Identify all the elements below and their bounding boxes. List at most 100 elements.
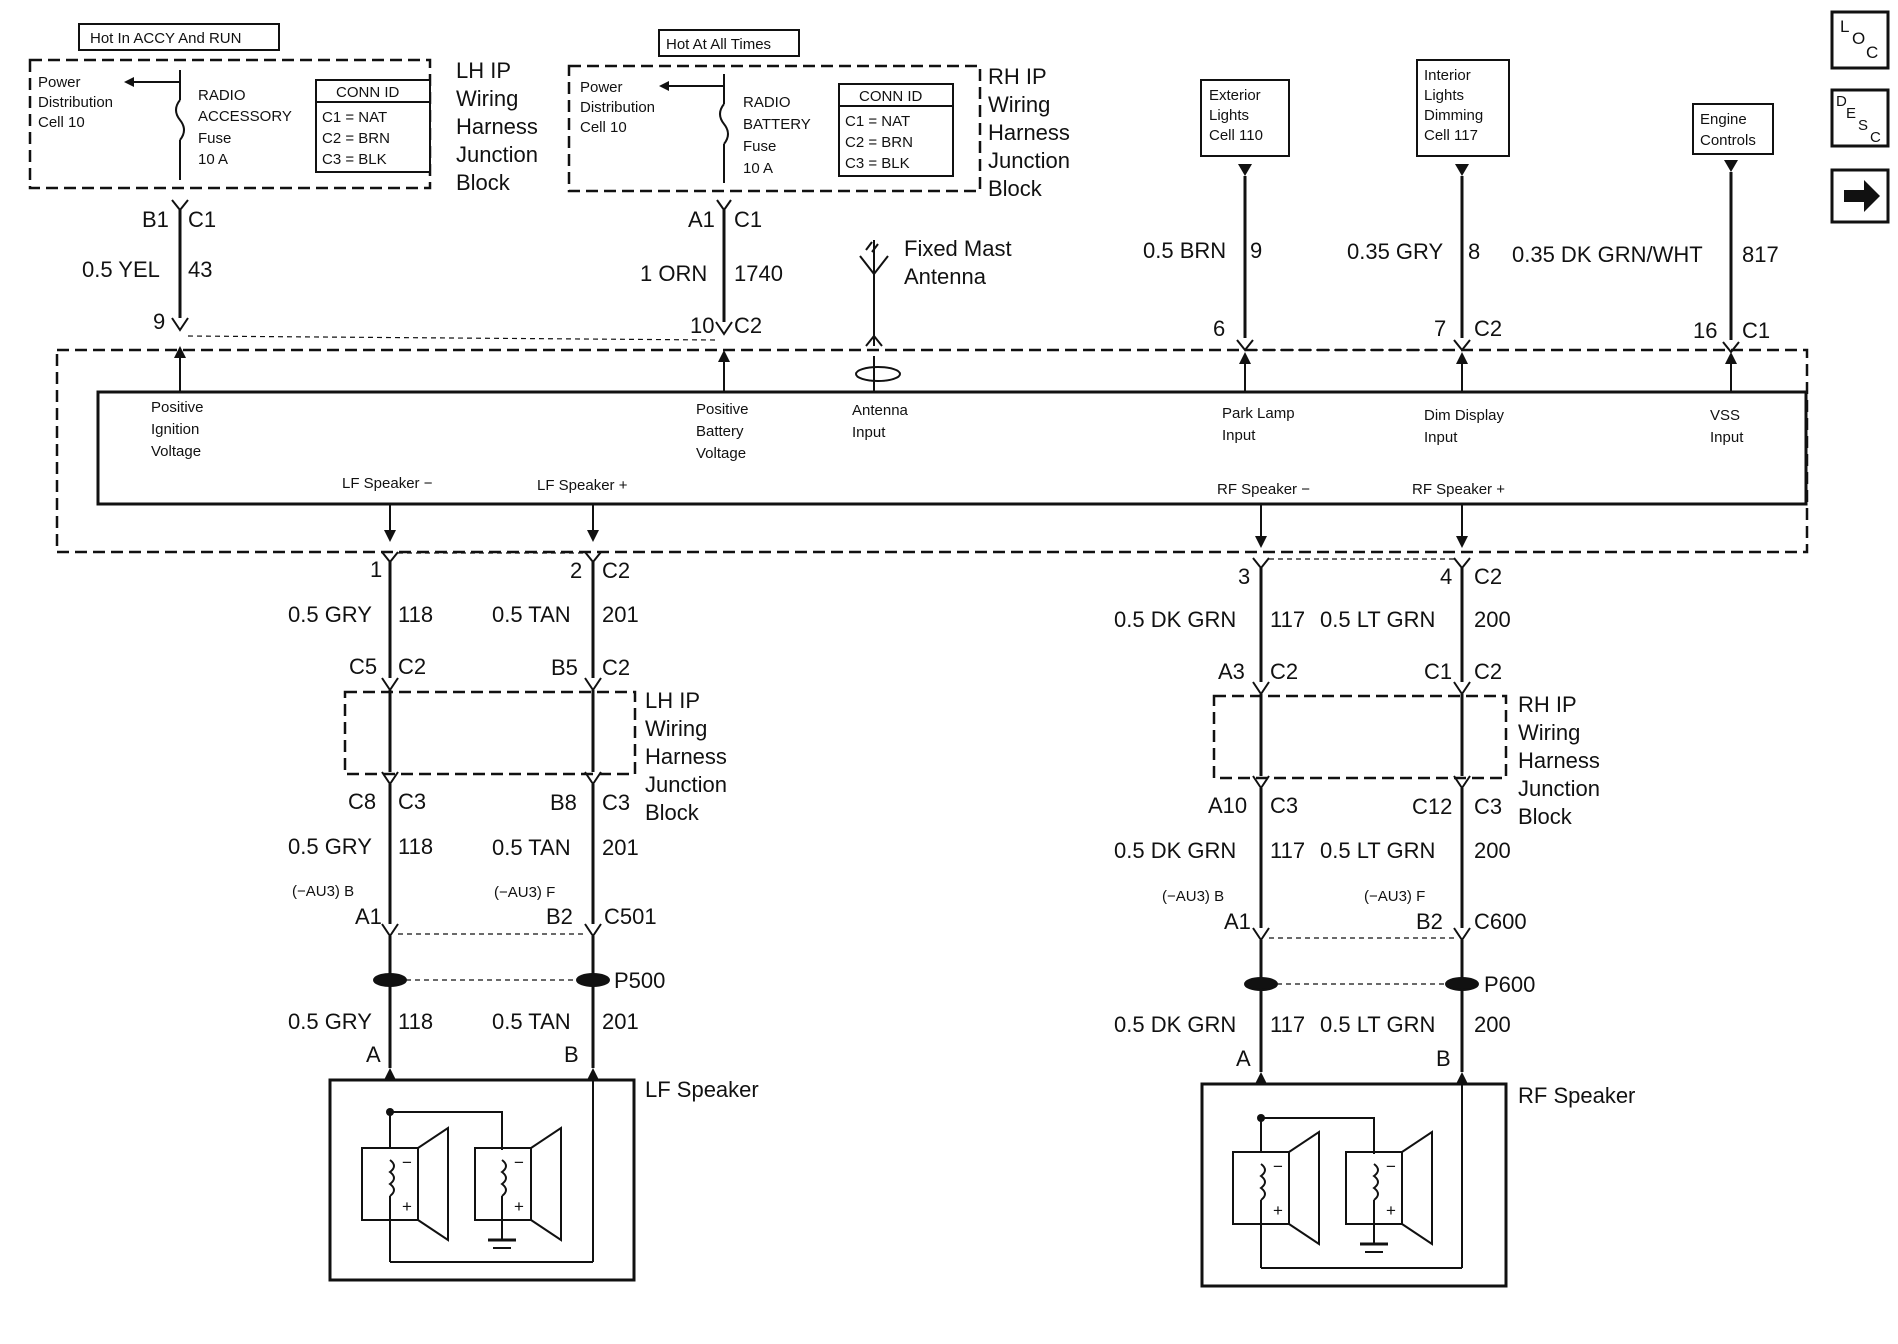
svg-text:Block: Block [988,176,1043,201]
svg-text:Positive: Positive [151,399,204,416]
svg-text:+: + [402,1197,412,1216]
svg-text:B5: B5 [551,655,578,680]
svg-text:B2: B2 [1416,909,1443,934]
svg-text:Input: Input [852,424,886,441]
svg-text:2: 2 [570,558,582,583]
svg-text:Input: Input [1424,429,1458,446]
lf-speaker-plus-circuit: 2 C2 0.5 TAN 201 B5 C2 B8 C3 0.5 TAN 201… [492,551,657,1080]
svg-text:Wiring: Wiring [1518,720,1580,745]
svg-text:P600: P600 [1484,972,1535,997]
svg-text:0.5 GRY: 0.5 GRY [288,834,372,859]
svg-text:C2: C2 [1270,659,1298,684]
rf-junction-block: RH IP Wiring Harness Junction Block [1212,692,1600,829]
svg-text:Lights: Lights [1424,87,1464,104]
svg-text:Interior: Interior [1424,67,1471,84]
rh-fuse-block: Power Distribution Cell 10 RADIO BATTERY… [567,64,1070,201]
svg-text:D: D [1836,93,1847,110]
svg-text:A: A [1236,1046,1251,1071]
svg-text:C2: C2 [602,655,630,680]
radio-input-arrows [174,346,1737,392]
svg-text:Junction: Junction [645,772,727,797]
svg-text:Fuse: Fuse [198,130,231,147]
svg-text:Input: Input [1222,427,1256,444]
svg-text:CONN ID: CONN ID [859,88,923,105]
svg-text:Block: Block [1518,804,1573,829]
svg-text:117: 117 [1270,1012,1305,1037]
svg-text:C600: C600 [1474,909,1527,934]
svg-text:Exterior: Exterior [1209,87,1261,104]
next-page-button[interactable] [1830,168,1890,224]
svg-text:+: + [1386,1201,1396,1220]
svg-text:1: 1 [370,557,382,582]
svg-text:Hot In ACCY And RUN: Hot In ACCY And RUN [90,30,241,47]
svg-text:Wiring: Wiring [988,92,1050,117]
park-lamp-wire: 0.5 BRN 9 6 [1143,238,1262,352]
svg-text:C12: C12 [1412,794,1452,819]
splice-pack-p500: P500 [373,968,665,993]
svg-text:C2 = BRN: C2 = BRN [845,134,913,151]
svg-text:C3: C3 [398,789,426,814]
svg-text:0.5 LT GRN: 0.5 LT GRN [1320,838,1435,863]
svg-text:C1: C1 [734,207,762,232]
svg-text:E: E [1846,105,1856,122]
svg-text:B8: B8 [550,790,577,815]
radio-component: Positive Ignition Voltage Positive Batte… [55,346,1809,554]
svg-text:10 A: 10 A [198,151,228,168]
svg-text:Cell 110: Cell 110 [1209,127,1263,144]
svg-text:ACCESSORY: ACCESSORY [198,108,292,125]
svg-text:Dimming: Dimming [1424,107,1483,124]
svg-text:0.35 GRY: 0.35 GRY [1347,239,1444,264]
svg-text:C1: C1 [188,207,216,232]
svg-text:0.5 LT GRN: 0.5 LT GRN [1320,1012,1435,1037]
svg-text:C: C [1866,43,1878,62]
svg-text:−: − [1273,1157,1283,1176]
desc-button[interactable]: D E S C [1830,88,1890,148]
svg-text:Block: Block [456,170,511,195]
rf-speaker-plus-circuit: 4 C2 0.5 LT GRN 200 C1 C2 C12 C3 0.5 LT … [1320,557,1527,1084]
svg-text:(−AU3) F: (−AU3) F [494,884,555,901]
connector-link-c2 [187,335,717,341]
svg-text:Fixed Mast: Fixed Mast [904,236,1012,261]
svg-text:Ignition: Ignition [151,421,199,438]
svg-text:Cell 10: Cell 10 [38,114,85,131]
svg-text:RH IP: RH IP [1518,692,1577,717]
svg-text:Antenna: Antenna [904,264,987,289]
svg-text:200: 200 [1474,1012,1511,1037]
loc-button[interactable]: L O C [1830,10,1890,70]
svg-text:A3: A3 [1218,659,1245,684]
svg-text:4: 4 [1440,564,1452,589]
power-source-accy-run: Hot In ACCY And RUN [78,23,280,51]
svg-text:10 A: 10 A [743,160,773,177]
svg-text:C2: C2 [1474,659,1502,684]
svg-text:118: 118 [398,1009,433,1034]
svg-text:Wiring: Wiring [645,716,707,741]
svg-text:8: 8 [1468,239,1480,264]
svg-text:Junction: Junction [456,142,538,167]
svg-text:Voltage: Voltage [696,445,746,462]
svg-text:C3: C3 [1270,793,1298,818]
svg-text:C1 = NAT: C1 = NAT [322,109,387,126]
svg-text:Input: Input [1710,429,1744,446]
svg-text:C1: C1 [1742,318,1770,343]
ignition-feed-wire: B1 C1 0.5 YEL 43 9 [82,199,216,334]
svg-text:0.35 DK GRN/WHT: 0.35 DK GRN/WHT [1512,242,1703,267]
svg-text:Harness: Harness [988,120,1070,145]
svg-text:C2: C2 [734,313,762,338]
svg-text:C2: C2 [1474,316,1502,341]
svg-text:0.5 YEL: 0.5 YEL [82,257,160,282]
svg-text:−: − [514,1153,524,1172]
svg-text:RH IP: RH IP [988,64,1047,89]
svg-text:C3 = BLK: C3 = BLK [322,151,387,168]
svg-text:Fuse: Fuse [743,138,776,155]
svg-text:Cell 10: Cell 10 [580,119,627,136]
svg-text:118: 118 [398,834,433,859]
svg-text:0.5 TAN: 0.5 TAN [492,602,571,627]
svg-text:9: 9 [153,309,165,334]
svg-text:Park Lamp: Park Lamp [1222,405,1295,422]
svg-text:Harness: Harness [456,114,538,139]
dim-display-wire: 0.35 GRY 8 7 C2 [1347,239,1502,352]
svg-text:Dim Display: Dim Display [1424,407,1505,424]
svg-text:Wiring: Wiring [456,86,518,111]
svg-text:S: S [1858,117,1868,134]
